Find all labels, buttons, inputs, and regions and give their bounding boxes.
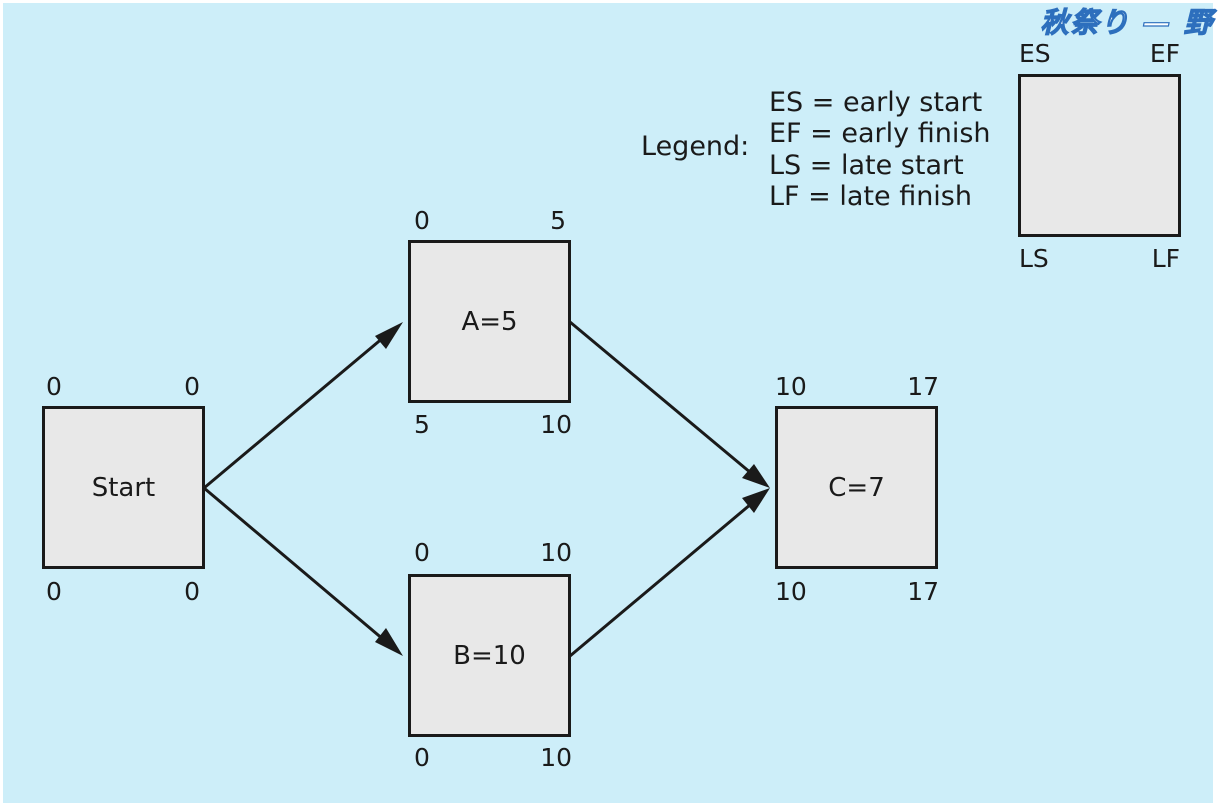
arrowhead-c-from-b (742, 488, 770, 513)
arrowhead-c-from-a (742, 464, 770, 488)
start-es: 0 (46, 372, 62, 401)
arrowhead-a (375, 322, 403, 349)
legend-lf: LF = late finish (769, 181, 972, 212)
legend-box-ls: LS (1019, 244, 1049, 273)
legend-es: ES = early start (769, 87, 983, 118)
legend-box-es: ES (1019, 39, 1051, 68)
node-c-label: C=7 (828, 472, 885, 503)
a-ef: 5 (550, 206, 566, 235)
watermark-logo: 秋祭り — 野 (1040, 5, 1214, 39)
b-ef: 10 (540, 538, 572, 567)
arrow-start-to-b (203, 486, 385, 642)
legend-box-ef: EF (1149, 39, 1180, 68)
node-b: B=10 (408, 574, 571, 737)
node-a: A=5 (408, 240, 571, 403)
a-lf: 10 (540, 410, 572, 439)
arrowhead-b (375, 628, 403, 656)
legend-box (1018, 74, 1181, 237)
node-start-label: Start (91, 472, 156, 503)
legend-ef: EF = early finish (769, 118, 991, 149)
node-start: Start (42, 406, 205, 569)
legend-box-lf: LF (1151, 244, 1180, 273)
diagram-canvas (3, 3, 1213, 803)
b-ls: 0 (414, 743, 430, 772)
node-c: C=7 (775, 406, 938, 569)
legend-ls: LS = late start (769, 150, 964, 181)
a-ls: 5 (414, 410, 430, 439)
c-ls: 10 (775, 577, 807, 606)
start-ls: 0 (46, 577, 62, 606)
arrow-a-to-c (569, 320, 752, 475)
arrow-b-to-c (569, 502, 752, 658)
start-ef: 0 (184, 372, 200, 401)
a-es: 0 (414, 206, 430, 235)
c-lf: 17 (907, 577, 939, 606)
c-ef: 17 (907, 372, 939, 401)
node-a-label: A=5 (461, 306, 518, 337)
node-b-label: B=10 (453, 640, 526, 671)
c-es: 10 (775, 372, 807, 401)
b-es: 0 (414, 538, 430, 567)
start-lf: 0 (184, 577, 200, 606)
arrow-start-to-a (203, 335, 385, 490)
b-lf: 10 (540, 743, 572, 772)
legend-label: Legend: (641, 131, 750, 162)
